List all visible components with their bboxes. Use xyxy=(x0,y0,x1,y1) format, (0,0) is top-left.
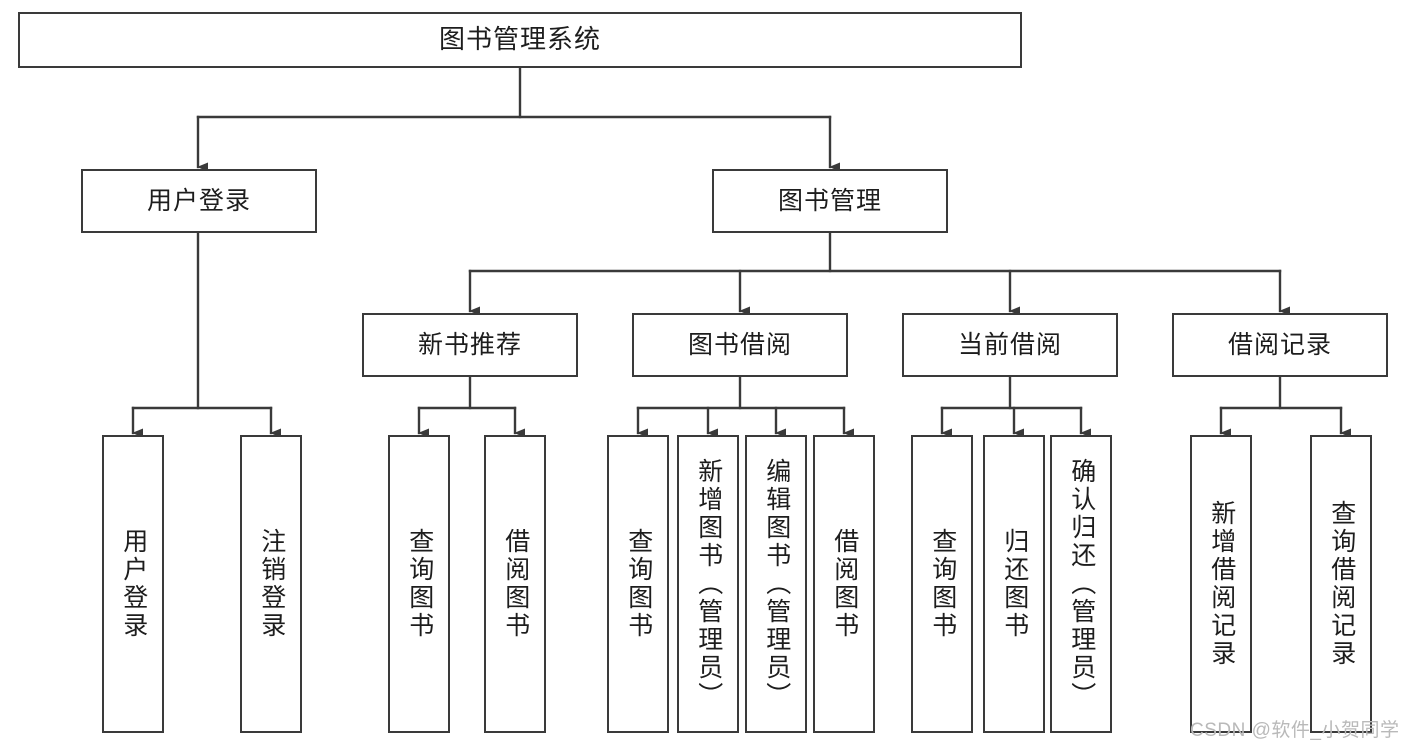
leaf-add-book-admin-label: 新增图书（管理员） xyxy=(694,458,723,710)
leaf-edit-book-admin[interactable]: 编辑图书（管理员） xyxy=(745,435,807,733)
leaf-query-borrow-record[interactable]: 查询借阅记录 xyxy=(1310,435,1372,733)
leaf-user-login[interactable]: 用户登录 xyxy=(102,435,164,733)
leaf-return-book[interactable]: 归还图书 xyxy=(983,435,1045,733)
node-current-borrow[interactable]: 当前借阅 xyxy=(902,313,1118,377)
node-book-management[interactable]: 图书管理 xyxy=(712,169,948,233)
leaf-confirm-return-admin-label: 确认归还（管理员） xyxy=(1067,458,1096,710)
leaf-query-borrow-record-label: 查询借阅记录 xyxy=(1327,500,1356,668)
leaf-return-book-label: 归还图书 xyxy=(1000,528,1029,640)
leaf-query-book-new-label: 查询图书 xyxy=(405,528,434,640)
leaf-query-book-current[interactable]: 查询图书 xyxy=(911,435,973,733)
leaf-logout-login-label: 注销登录 xyxy=(257,528,286,640)
node-root[interactable]: 图书管理系统 xyxy=(18,12,1022,68)
leaf-borrow-book-new-label: 借阅图书 xyxy=(501,528,530,640)
leaf-confirm-return-admin[interactable]: 确认归还（管理员） xyxy=(1050,435,1112,733)
node-current-borrow-label: 当前借阅 xyxy=(957,330,1062,359)
node-borrow-record-label: 借阅记录 xyxy=(1227,330,1332,359)
leaf-borrow-book-new[interactable]: 借阅图书 xyxy=(484,435,546,733)
leaf-add-borrow-record-label: 新增借阅记录 xyxy=(1207,500,1236,668)
node-new-book-recommend-label: 新书推荐 xyxy=(417,330,522,359)
leaf-query-book-borrow-label: 查询图书 xyxy=(624,528,653,640)
csdn-watermark: CSDN @软件_小贺同学 xyxy=(1190,720,1400,741)
leaf-query-book-current-label: 查询图书 xyxy=(928,528,957,640)
leaf-add-borrow-record[interactable]: 新增借阅记录 xyxy=(1190,435,1252,733)
leaf-borrow-book[interactable]: 借阅图书 xyxy=(813,435,875,733)
leaf-user-login-label: 用户登录 xyxy=(119,528,148,640)
leaf-logout-login[interactable]: 注销登录 xyxy=(240,435,302,733)
node-user-login[interactable]: 用户登录 xyxy=(81,169,317,233)
node-book-borrow[interactable]: 图书借阅 xyxy=(632,313,848,377)
node-new-book-recommend[interactable]: 新书推荐 xyxy=(362,313,578,377)
leaf-borrow-book-label: 借阅图书 xyxy=(830,528,859,640)
leaf-add-book-admin[interactable]: 新增图书（管理员） xyxy=(677,435,739,733)
node-book-management-label: 图书管理 xyxy=(777,186,882,215)
node-user-login-label: 用户登录 xyxy=(146,186,251,215)
node-root-label: 图书管理系统 xyxy=(438,24,601,55)
node-borrow-record[interactable]: 借阅记录 xyxy=(1172,313,1388,377)
leaf-query-book-borrow[interactable]: 查询图书 xyxy=(607,435,669,733)
node-book-borrow-label: 图书借阅 xyxy=(687,330,792,359)
leaf-query-book-new[interactable]: 查询图书 xyxy=(388,435,450,733)
leaf-edit-book-admin-label: 编辑图书（管理员） xyxy=(762,458,791,710)
